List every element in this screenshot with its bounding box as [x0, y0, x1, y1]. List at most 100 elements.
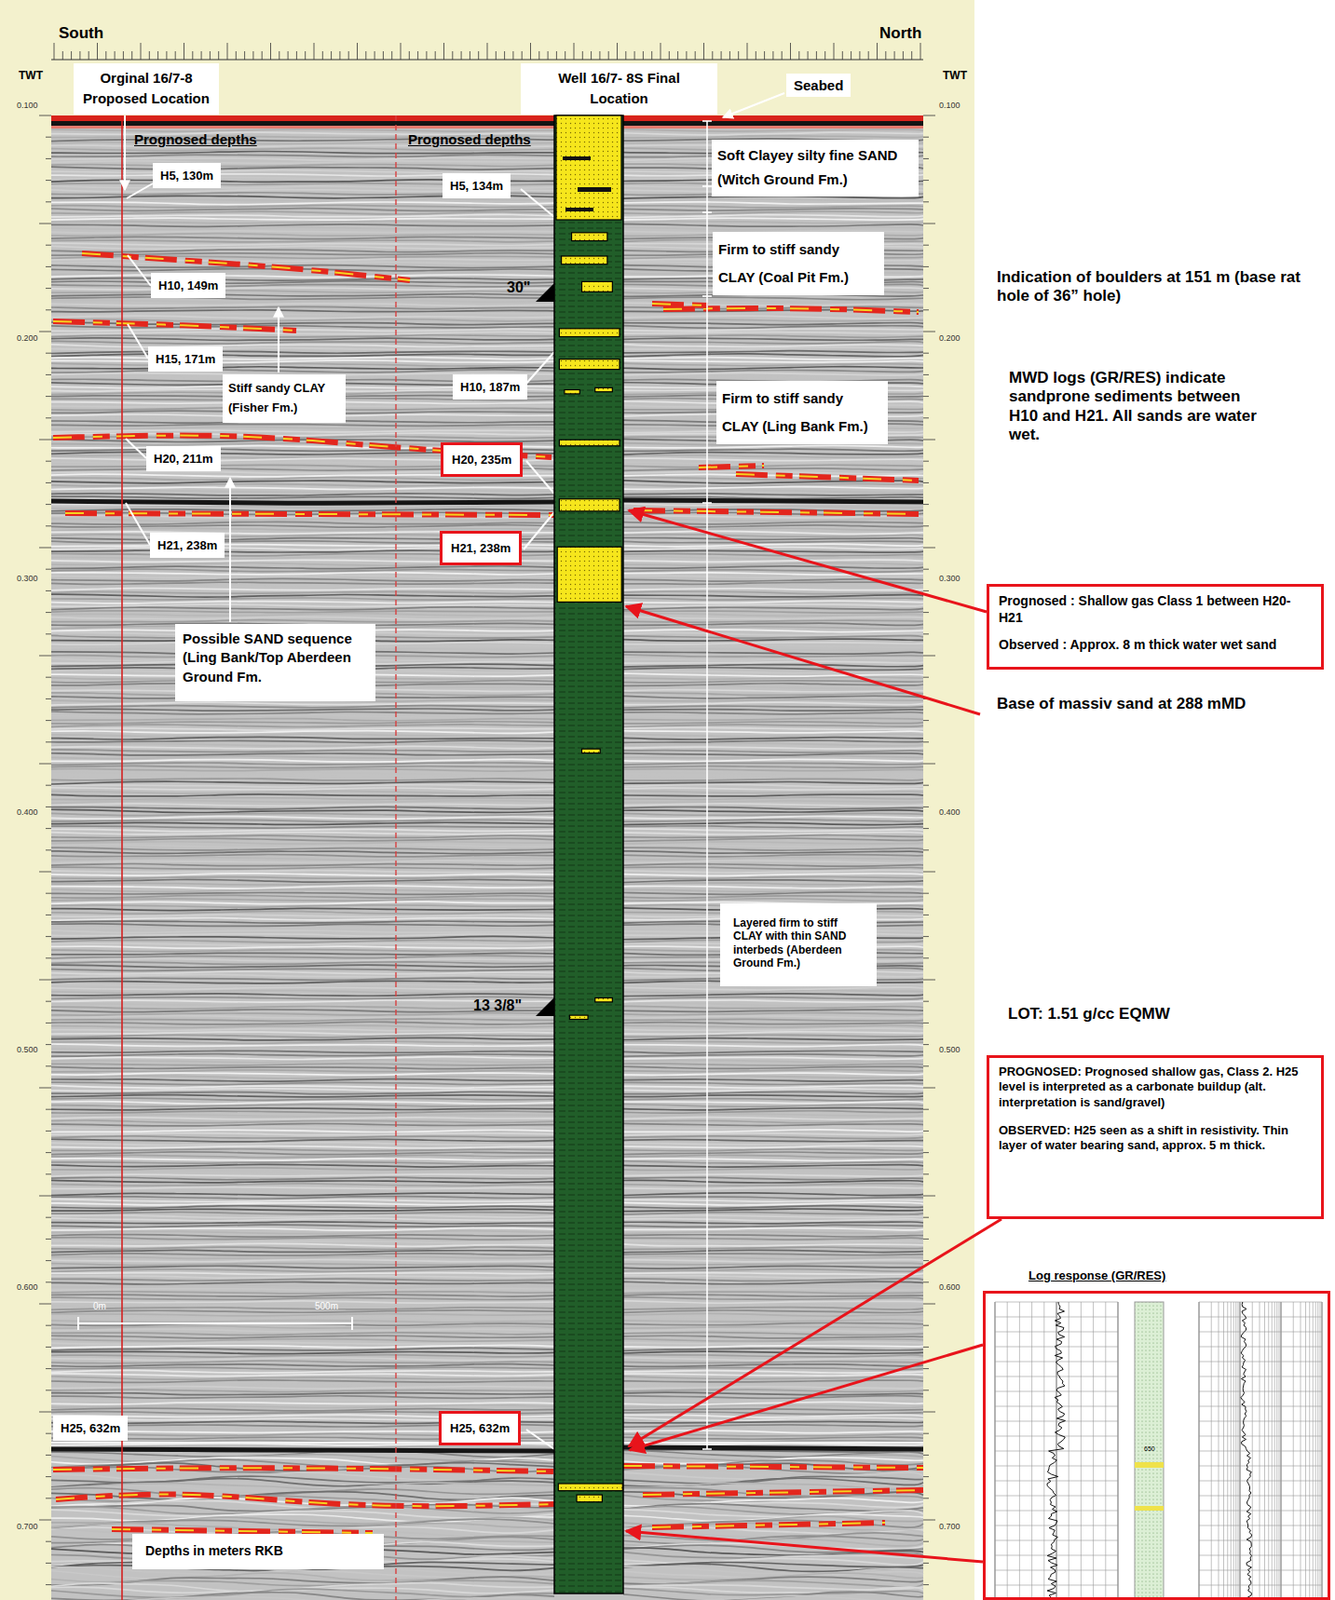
- section-frame: [261, 51, 263, 60]
- seismic-traces: [51, 1282, 555, 1285]
- scale-bar: [351, 1317, 354, 1331]
- seismic-traces: [51, 484, 555, 487]
- seismic-traces: [51, 756, 555, 759]
- seismic-traces: [623, 721, 924, 724]
- seismic-traces: [623, 1168, 924, 1171]
- seismic-traces: [51, 806, 555, 809]
- seismic-reflector: [642, 1490, 924, 1496]
- section-frame: [45, 201, 52, 203]
- casing-shoe-symbol: [535, 283, 555, 1017]
- scale-bar: [77, 1317, 80, 1331]
- seismic-traces: [623, 776, 924, 778]
- section-frame: [504, 51, 505, 60]
- seismic-traces: [623, 446, 924, 449]
- section-frame: [923, 223, 936, 225]
- section-frame: [923, 936, 929, 938]
- seismic-traces: [51, 1111, 555, 1114]
- seismic-traces: [623, 1130, 924, 1132]
- seismic-traces: [51, 1019, 555, 1022]
- log-plot: [994, 1421, 1118, 1423]
- section-frame: [495, 51, 497, 60]
- seismic-traces: [51, 769, 555, 773]
- seismic-traces: [623, 1060, 924, 1063]
- seismic-traces: [51, 708, 555, 711]
- log-plot: [994, 1436, 1118, 1438]
- seismic-traces: [51, 991, 555, 995]
- seismic-traces: [51, 164, 555, 167]
- section-frame: [45, 1563, 52, 1565]
- section-frame: [923, 1433, 929, 1435]
- section-frame: [39, 547, 52, 549]
- seismic-traces: [51, 157, 555, 161]
- log-plot: [1198, 1451, 1322, 1453]
- callout-arrow: [626, 606, 981, 715]
- seismic-traces: [623, 1430, 924, 1434]
- seismic-reflector: [53, 1468, 555, 1472]
- section-frame: [451, 51, 453, 60]
- seismic-traces: [51, 1367, 555, 1370]
- seismic-traces: [623, 1013, 924, 1016]
- seismic-traces: [623, 132, 924, 136]
- seismic-traces: [623, 892, 924, 895]
- log-plot: [1198, 1570, 1322, 1572]
- section-frame: [45, 1217, 52, 1219]
- well-column: [558, 1484, 623, 1492]
- section-frame: [45, 525, 52, 527]
- section-frame: [235, 51, 237, 60]
- seismic-traces: [623, 835, 924, 839]
- section-frame: [923, 590, 929, 592]
- seismic-traces: [51, 772, 555, 776]
- seismic-traces: [51, 604, 555, 607]
- seismic-traces: [623, 129, 924, 132]
- log-plot: [1198, 1421, 1322, 1423]
- section-frame: [39, 1088, 52, 1090]
- section-frame: [39, 763, 52, 765]
- section-frame: [737, 51, 739, 60]
- section-frame: [79, 51, 81, 60]
- section-frame: [876, 42, 878, 60]
- section-frame: [425, 51, 427, 60]
- seismic-traces: [51, 1193, 555, 1197]
- seismic-traces: [51, 740, 555, 743]
- seismic-traces: [623, 706, 924, 709]
- section-frame: [894, 51, 896, 60]
- location-line: [702, 295, 712, 298]
- seismic-traces: [51, 290, 555, 293]
- section-frame: [96, 42, 98, 60]
- seismic-traces: [623, 626, 924, 629]
- seismic-traces: [51, 1358, 555, 1362]
- seismic-traces: [623, 205, 924, 208]
- section-frame: [660, 42, 662, 60]
- box-text: H21, 238m: [157, 538, 218, 553]
- seismic-traces: [623, 360, 924, 363]
- well-column: [557, 546, 622, 602]
- time-tick-label: 0.200: [16, 333, 39, 343]
- seismic-traces: [51, 1102, 555, 1105]
- seismic-traces: [51, 1323, 555, 1326]
- seismic-traces: [623, 883, 924, 886]
- seismic-traces: [623, 844, 924, 847]
- seismic-traces: [623, 1317, 924, 1321]
- seismic-traces: [623, 1335, 924, 1339]
- section-frame: [45, 482, 52, 484]
- seismic-traces: [51, 224, 555, 227]
- seismic-traces: [623, 781, 924, 784]
- section-frame: [45, 1389, 52, 1391]
- seismic-traces: [623, 1232, 924, 1235]
- seismic-traces: [51, 1149, 555, 1152]
- seismic-traces: [51, 598, 555, 600]
- seismic-traces: [51, 1292, 555, 1295]
- seismic-traces: [623, 1133, 924, 1136]
- seismic-reflector: [735, 474, 919, 481]
- seismic-traces: [623, 740, 924, 743]
- section-frame: [923, 1022, 929, 1024]
- section-frame: [114, 51, 116, 60]
- seismic-traces: [623, 991, 924, 995]
- seismic-traces: [51, 166, 555, 170]
- seismic-traces: [51, 984, 555, 987]
- seismic-traces: [51, 819, 555, 822]
- seismic-traces: [623, 797, 924, 800]
- seismic-traces: [623, 1273, 924, 1276]
- seismic-traces: [623, 562, 924, 566]
- seismic-traces: [623, 1279, 924, 1281]
